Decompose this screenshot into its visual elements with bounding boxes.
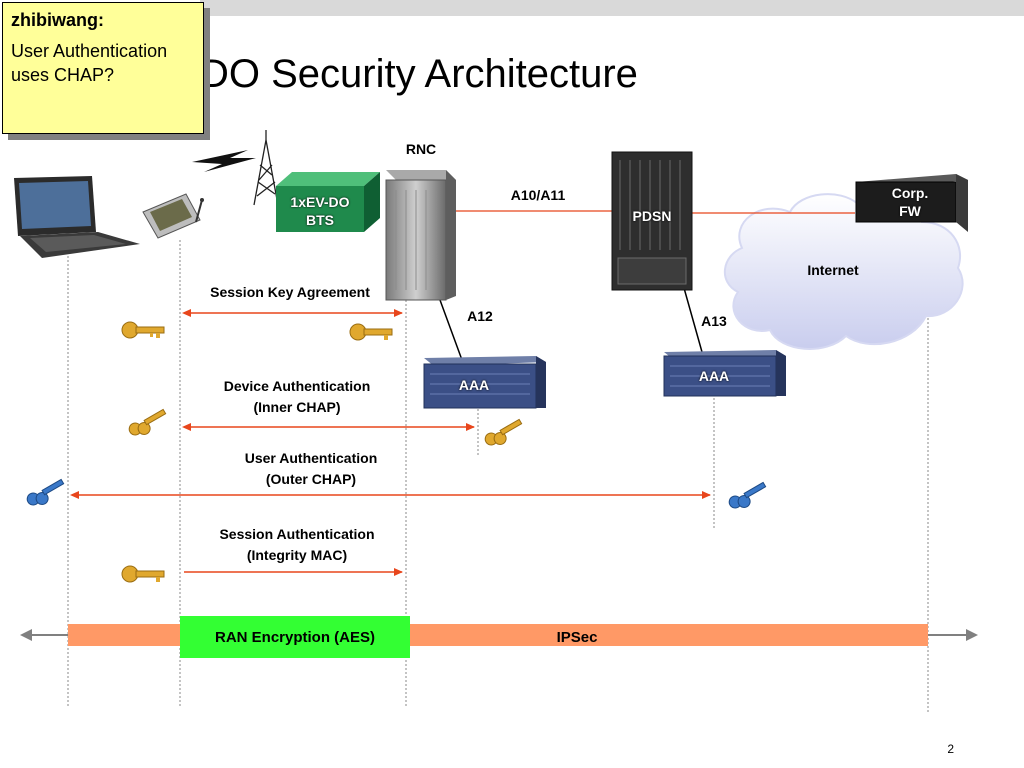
key-icon-user-left <box>26 478 65 506</box>
device-auth-sub-label: (Inner CHAP) <box>253 399 341 415</box>
aaa-right-server <box>663 350 786 397</box>
user-auth-sub-label: (Outer CHAP) <box>265 471 357 487</box>
a13-label: A13 <box>701 313 727 329</box>
page-number: 2 <box>947 742 954 756</box>
key-icon-session-rnc <box>349 323 393 341</box>
rnc-label: RNC <box>405 141 437 157</box>
slide-title: DO Security Architecture <box>200 52 638 96</box>
ipsec-label: IPSec <box>556 629 598 646</box>
pcmcia-card-icon <box>142 193 204 239</box>
review-comment[interactable]: zhibiwang: User Authentication uses CHAP… <box>2 2 204 134</box>
a12-label: A12 <box>467 308 493 324</box>
aaa-left-server <box>423 356 546 409</box>
comment-text: User Authentication uses CHAP? <box>11 41 168 85</box>
session-auth-sub-label: (Integrity MAC) <box>246 547 348 563</box>
aaa-right-label: AAA <box>698 368 730 384</box>
a10-a11-label: A10/A11 <box>510 187 566 203</box>
device-auth-label: Device Authentication <box>223 378 371 394</box>
key-icon-device-left <box>128 408 167 436</box>
key-icon-device-aaa <box>484 418 523 446</box>
flow-arrows <box>70 309 711 576</box>
network-links <box>439 210 855 361</box>
key-icon-user-aaa <box>728 481 767 509</box>
laptop-icon <box>14 176 140 258</box>
link-pdsn-aaa <box>683 287 703 353</box>
comment-author: zhibiwang: <box>11 10 104 30</box>
key-icon-session-left <box>121 321 165 339</box>
corp-fw-server <box>855 174 968 232</box>
bts-box <box>276 172 380 232</box>
rnc-rack <box>385 170 456 301</box>
aaa-left-label: AAA <box>458 377 490 393</box>
pdsn-chassis <box>611 151 693 291</box>
ipsec-bar <box>20 624 978 646</box>
pdsn-label: PDSN <box>632 208 672 224</box>
session-auth-label: Session Authentication <box>219 526 375 542</box>
internet-cloud <box>723 193 964 350</box>
session-key-label: Session Key Agreement <box>210 284 370 300</box>
user-auth-label: User Authentication <box>244 450 378 466</box>
link-rnc-aaa <box>439 299 463 361</box>
ran-encryption-box <box>180 616 410 658</box>
header-bar <box>200 0 1024 16</box>
internet-label: Internet <box>807 262 859 278</box>
key-icon-session-auth <box>121 565 165 583</box>
lightning-icon <box>192 150 256 172</box>
bts-label: 1xEV-DO BTS <box>290 194 350 228</box>
antenna-tower-icon <box>253 130 279 206</box>
corp-fw-label: Corp. FW <box>891 185 929 219</box>
ran-encryption-label: RAN Encryption (AES) <box>214 629 375 646</box>
